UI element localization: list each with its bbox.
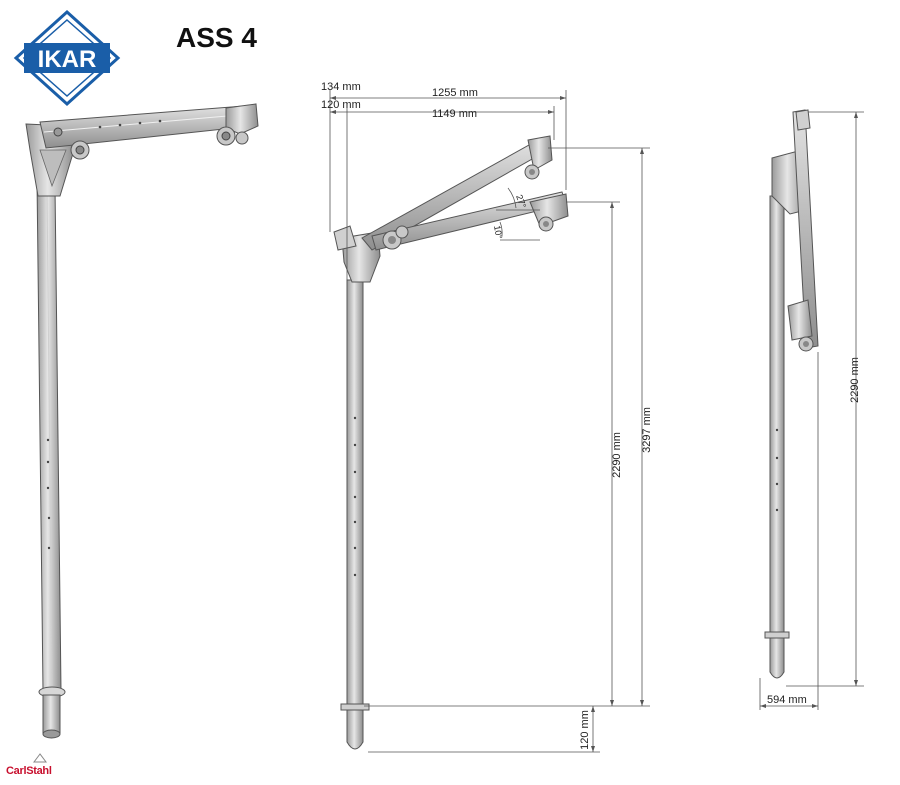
carlstahl-logo: CarlStahl	[6, 765, 52, 777]
dim-total-height: 3297 mm	[641, 407, 653, 453]
front-view	[329, 90, 650, 753]
page-title: ASS 4	[176, 22, 257, 53]
dim-sleeve-depth: 120 mm	[579, 710, 591, 750]
perspective-view	[25, 103, 259, 739]
dim-side-height: 2290 mm	[849, 357, 861, 403]
dim-top-outer: 1255 mm	[432, 87, 478, 99]
ikar-logo: IKAR	[13, 9, 121, 107]
dim-top-inner: 1149 mm	[432, 108, 477, 120]
dim-side-width: 594 mm	[767, 694, 807, 706]
logo-text: IKAR	[38, 46, 97, 73]
carlstahl-logo-mark	[33, 753, 47, 763]
dimension-labels: 1255 mm 1149 mm 134 mm 120 mm 2290 mm 32…	[321, 81, 861, 750]
dim-angle-upper: 27°	[514, 193, 528, 210]
dim-left-outer: 134 mm	[321, 81, 361, 93]
side-view	[759, 109, 864, 710]
dim-mast-height: 2290 mm	[611, 432, 623, 478]
dim-left-inner: 120 mm	[321, 99, 361, 111]
dim-angle-lower: 10°	[492, 225, 504, 241]
